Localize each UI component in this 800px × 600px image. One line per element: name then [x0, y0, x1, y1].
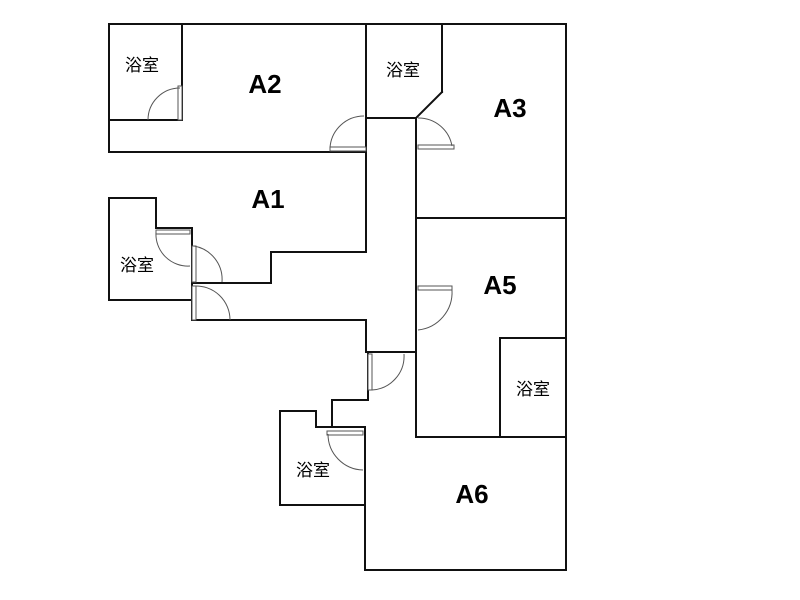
door-lower-left[interactable]: [191, 285, 231, 321]
room-label-a1: A1: [251, 184, 284, 214]
room-label-a5: A5: [483, 270, 516, 300]
room-label-a3: A3: [493, 93, 526, 123]
wall-a3-bath-diagonal: [414, 90, 444, 120]
door-a1-bath[interactable]: [155, 229, 191, 267]
bath-label-a3: 浴室: [386, 61, 420, 81]
door-a2-bath[interactable]: [147, 85, 183, 121]
doors: [147, 85, 455, 471]
bathroom-labels: 浴室 浴室 浴室 浴室 浴室: [120, 56, 550, 481]
door-a1-main[interactable]: [191, 245, 223, 283]
room-label-a2: A2: [248, 69, 281, 99]
door-a6-main[interactable]: [367, 353, 405, 391]
room-labels: A2 A1 A3 A5 A6: [248, 69, 526, 509]
bath-label-a5: 浴室: [516, 380, 550, 400]
door-a2-main[interactable]: [329, 115, 367, 152]
door-a6-bath[interactable]: [326, 430, 364, 471]
door-a3-main[interactable]: [417, 117, 455, 150]
room-label-a6: A6: [455, 479, 488, 509]
bath-label-a2: 浴室: [125, 56, 159, 76]
bath-label-a1: 浴室: [120, 256, 154, 276]
bath-label-a6: 浴室: [296, 461, 330, 481]
door-a5-main[interactable]: [417, 285, 453, 331]
